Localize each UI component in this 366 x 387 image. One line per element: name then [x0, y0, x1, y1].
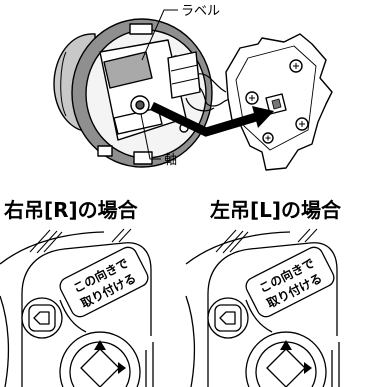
- lock-assembly-illustration: [53, 9, 333, 171]
- lock-plate-outline: [207, 242, 338, 387]
- screw-icon: [295, 117, 309, 131]
- connector-slot: [170, 64, 199, 72]
- right-hung-detail: この向きで 取り付ける: [0, 228, 154, 387]
- spindle-diamond: [80, 348, 120, 387]
- tag-frame: [59, 246, 149, 318]
- label-callout-text: ラベル: [181, 4, 220, 19]
- screw-cross: [299, 121, 305, 127]
- recess-arc: [59, 299, 87, 333]
- indicator-pointer: [33, 311, 50, 325]
- hex-indicator-icon: [207, 297, 249, 339]
- tag-frame: [245, 246, 335, 318]
- screw-icon: [245, 91, 259, 105]
- shaft-core: [135, 100, 145, 110]
- back-cylinder-rim: [60, 51, 67, 117]
- screw-cross: [293, 63, 299, 69]
- up-arrow-icon: [94, 340, 106, 350]
- hatch-line: [215, 229, 237, 253]
- insert-arrow-shaft: [150, 101, 258, 137]
- screw-cross: [249, 95, 255, 101]
- hatch-line: [29, 229, 51, 253]
- door-edge-arc: [0, 295, 10, 387]
- hatch-line: [43, 231, 63, 253]
- bottom-notch: [133, 151, 153, 165]
- hatch-line: [111, 228, 125, 243]
- shaft-leader-line: [140, 113, 161, 160]
- spindle-hub: [245, 331, 327, 387]
- screw-icon: [262, 132, 274, 144]
- insert-arrow-head: [252, 106, 274, 128]
- door-edge-arc: [185, 295, 196, 387]
- right-hung-heading: 右吊[R]の場合: [4, 198, 139, 222]
- lock-plate-outline: [21, 242, 152, 387]
- indicator-frame: [28, 304, 56, 332]
- shading-hatch: [29, 228, 132, 254]
- hex-indicator-icon: [21, 297, 63, 339]
- up-arrow-icon: [280, 340, 292, 350]
- left-hung-detail: この向きで 取り付ける: [185, 228, 340, 387]
- shading-hatch: [215, 228, 318, 254]
- right-arrow-icon: [118, 362, 126, 374]
- hatch-line: [304, 228, 318, 243]
- hatch-line: [36, 230, 58, 254]
- indicator-frame: [214, 304, 242, 332]
- spindle-receptor-core: [271, 98, 282, 110]
- hatch-line: [222, 230, 244, 254]
- wire-harness: [199, 87, 233, 107]
- top-notch: [129, 23, 153, 35]
- recess-arc: [245, 299, 273, 333]
- label-plate: [103, 51, 153, 89]
- connector-slot: [171, 77, 200, 85]
- screw-icon: [289, 59, 303, 73]
- screw-cross: [265, 135, 271, 141]
- wire-harness: [185, 97, 215, 112]
- label-leader-line: [141, 9, 178, 61]
- indicator-pointer: [219, 311, 236, 325]
- orientation-tag: この向きで 取り付ける: [245, 246, 335, 318]
- spindle-hub: [59, 331, 141, 387]
- orientation-tag: この向きで 取り付ける: [59, 246, 149, 318]
- left-hung-heading: 左吊[L]の場合: [210, 198, 342, 222]
- hatch-line: [118, 228, 132, 243]
- wire-harness: [197, 73, 227, 93]
- mounting-foot: [97, 145, 113, 157]
- hatch-line: [229, 231, 249, 253]
- shaft-callout-text: 軸: [164, 153, 177, 168]
- right-arrow-icon: [304, 362, 312, 374]
- spindle-diamond: [266, 348, 306, 387]
- connector-block: [167, 51, 201, 99]
- escutcheon-top-arc: [185, 231, 291, 265]
- escutcheon-top-arc: [0, 231, 105, 265]
- hatch-line: [297, 228, 311, 243]
- plate-relief: [235, 45, 317, 151]
